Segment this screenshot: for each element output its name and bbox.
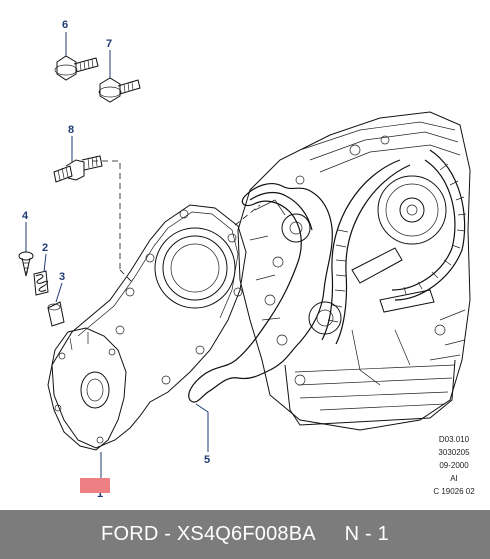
part-highlight-marker — [80, 478, 110, 493]
callout-3: 3 — [59, 271, 65, 283]
drawing-reference-block: D03.010 3030205 09-2000 AI C 19026 02 — [428, 433, 480, 498]
callout-6: 6 — [62, 19, 68, 31]
callout-labels: 6 7 8 4 2 3 5 1 — [22, 19, 210, 500]
part-info-footer: FORD - XS4Q6F008BA N - 1 — [0, 510, 490, 559]
footer-quantity: N - 1 — [344, 523, 389, 545]
valve-part-3 — [47, 301, 65, 327]
footer-gap — [316, 523, 345, 546]
bolt-part-6 — [54, 55, 99, 81]
footer-brand: FORD — [101, 523, 159, 545]
callout-1: 1 — [97, 488, 103, 500]
spring-part-2 — [33, 270, 49, 296]
reference-line-1: D03.010 — [438, 435, 470, 444]
timing-cover — [51, 204, 247, 449]
footer-separator: - — [158, 523, 177, 545]
screw-part-4 — [18, 251, 34, 277]
reference-line-2: 3030205 — [438, 448, 470, 457]
callout-leaders — [25, 32, 209, 478]
callout-4: 4 — [22, 210, 29, 222]
gasket-part-5 — [188, 183, 333, 403]
reference-line-4: AI — [450, 474, 458, 483]
callout-8: 8 — [68, 124, 74, 136]
oil-pump-part-1 — [47, 327, 127, 451]
reference-line-5: C 19026 02 — [433, 487, 475, 496]
bolt-part-7 — [98, 77, 141, 103]
reference-line-3: 09-2000 — [439, 461, 469, 470]
callout-7: 7 — [106, 38, 112, 50]
callout-2: 2 — [42, 242, 48, 254]
stud-part-8 — [53, 155, 103, 183]
engine-block-illustration — [237, 111, 471, 431]
footer-part-number: XS4Q6F008BA — [176, 523, 316, 545]
alignment-guide-lines — [92, 160, 261, 283]
callout-5: 5 — [204, 454, 210, 466]
exploded-parts-diagram: 6 7 8 4 2 3 5 1 — [18, 19, 471, 500]
